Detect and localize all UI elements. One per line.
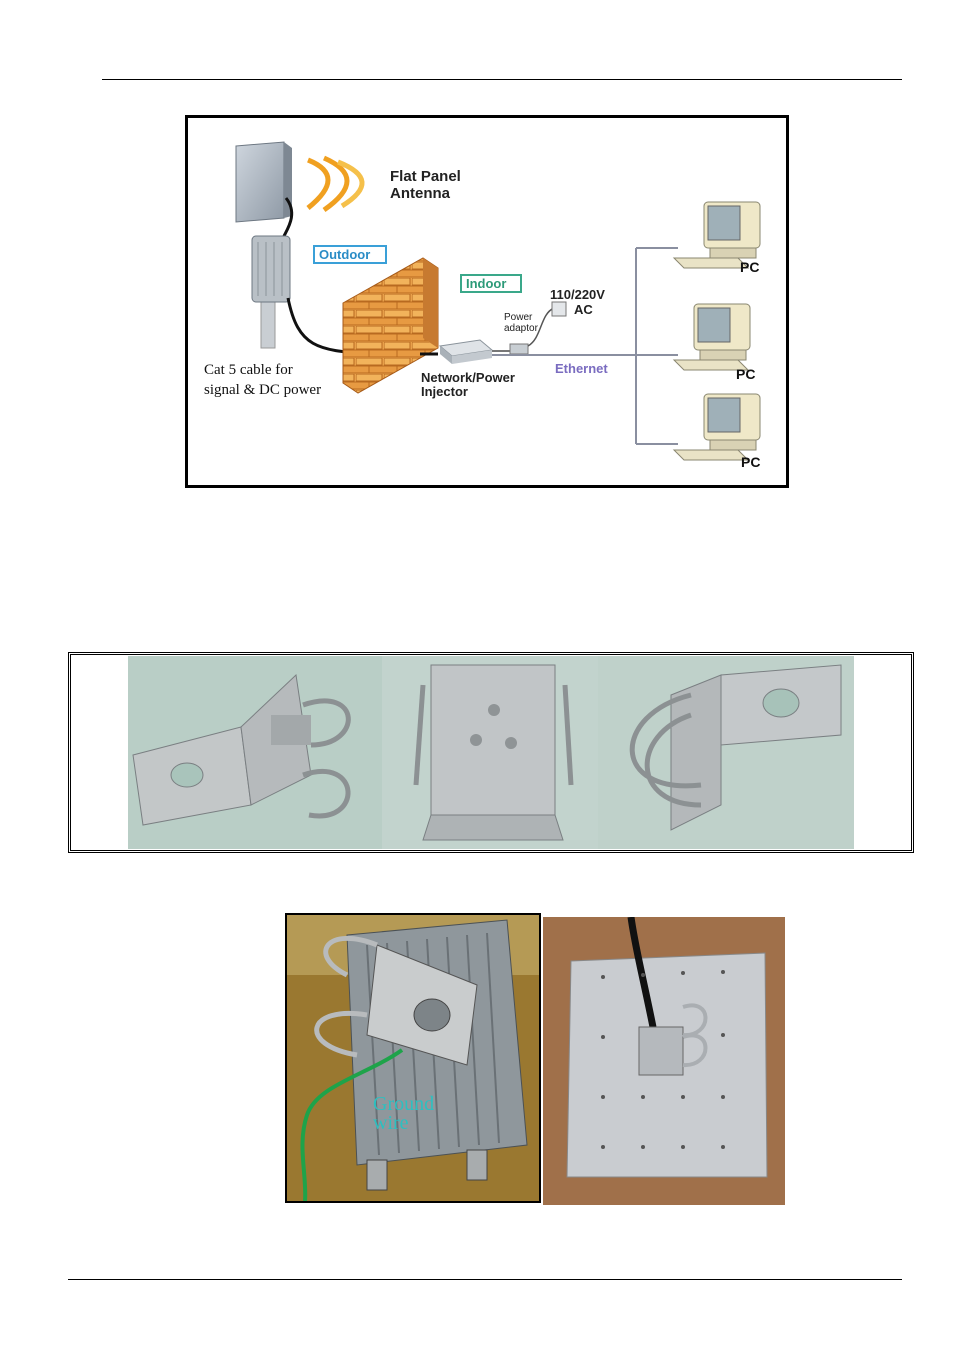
power-adaptor-icon <box>510 344 528 354</box>
header-rule <box>102 79 902 80</box>
cable-label-line2: signal & DC power <box>204 382 321 398</box>
footer-rule <box>68 1279 902 1280</box>
bracket-photos-svg <box>71 655 911 850</box>
power-adaptor-line2: adaptor <box>504 323 539 334</box>
power-adaptor-line1: Power <box>504 312 533 323</box>
injector-label-line2: Injector <box>421 384 468 399</box>
indoor-label: Indoor <box>466 276 506 291</box>
ground-wire-label-line2: wire <box>373 1112 409 1134</box>
bracket-photo-side <box>128 656 382 849</box>
wall-outlet-icon <box>552 302 566 316</box>
bracket-photo-front <box>382 656 598 849</box>
bracket-photos-figure <box>68 652 914 853</box>
antenna-label-line1: Flat Panel <box>390 168 461 185</box>
pc-label: PC <box>740 259 759 275</box>
ethernet-label: Ethernet <box>555 361 608 376</box>
outdoor-unit-icon <box>252 236 290 302</box>
power-ac-label: AC <box>574 302 593 317</box>
network-power-injector-icon <box>440 340 492 364</box>
bracket-photo-angled <box>598 656 854 849</box>
cable-label-line1: Cat 5 cable for <box>204 362 293 378</box>
network-diagram-figure: Flat Panel Antenna Outdoor Indoor <box>185 115 789 488</box>
antenna-bracket <box>639 1027 683 1075</box>
pc-label: PC <box>741 454 760 470</box>
injector-label-line1: Network/Power <box>421 370 515 385</box>
network-diagram-svg: Flat Panel Antenna Outdoor Indoor <box>188 118 786 485</box>
antenna-label-line2: Antenna <box>390 185 451 202</box>
signal-arcs-icon <box>308 158 362 210</box>
pc-icon <box>674 304 750 370</box>
flat-panel-antenna-icon <box>236 142 292 236</box>
power-voltage-label: 110/220V <box>550 287 605 302</box>
pc-icon <box>674 394 760 460</box>
pc-label: PC <box>736 366 755 382</box>
flat-panel-antenna-photo <box>543 917 785 1205</box>
outdoor-unit-photo: Ground wire <box>285 913 541 1203</box>
outdoor-label: Outdoor <box>319 247 370 262</box>
